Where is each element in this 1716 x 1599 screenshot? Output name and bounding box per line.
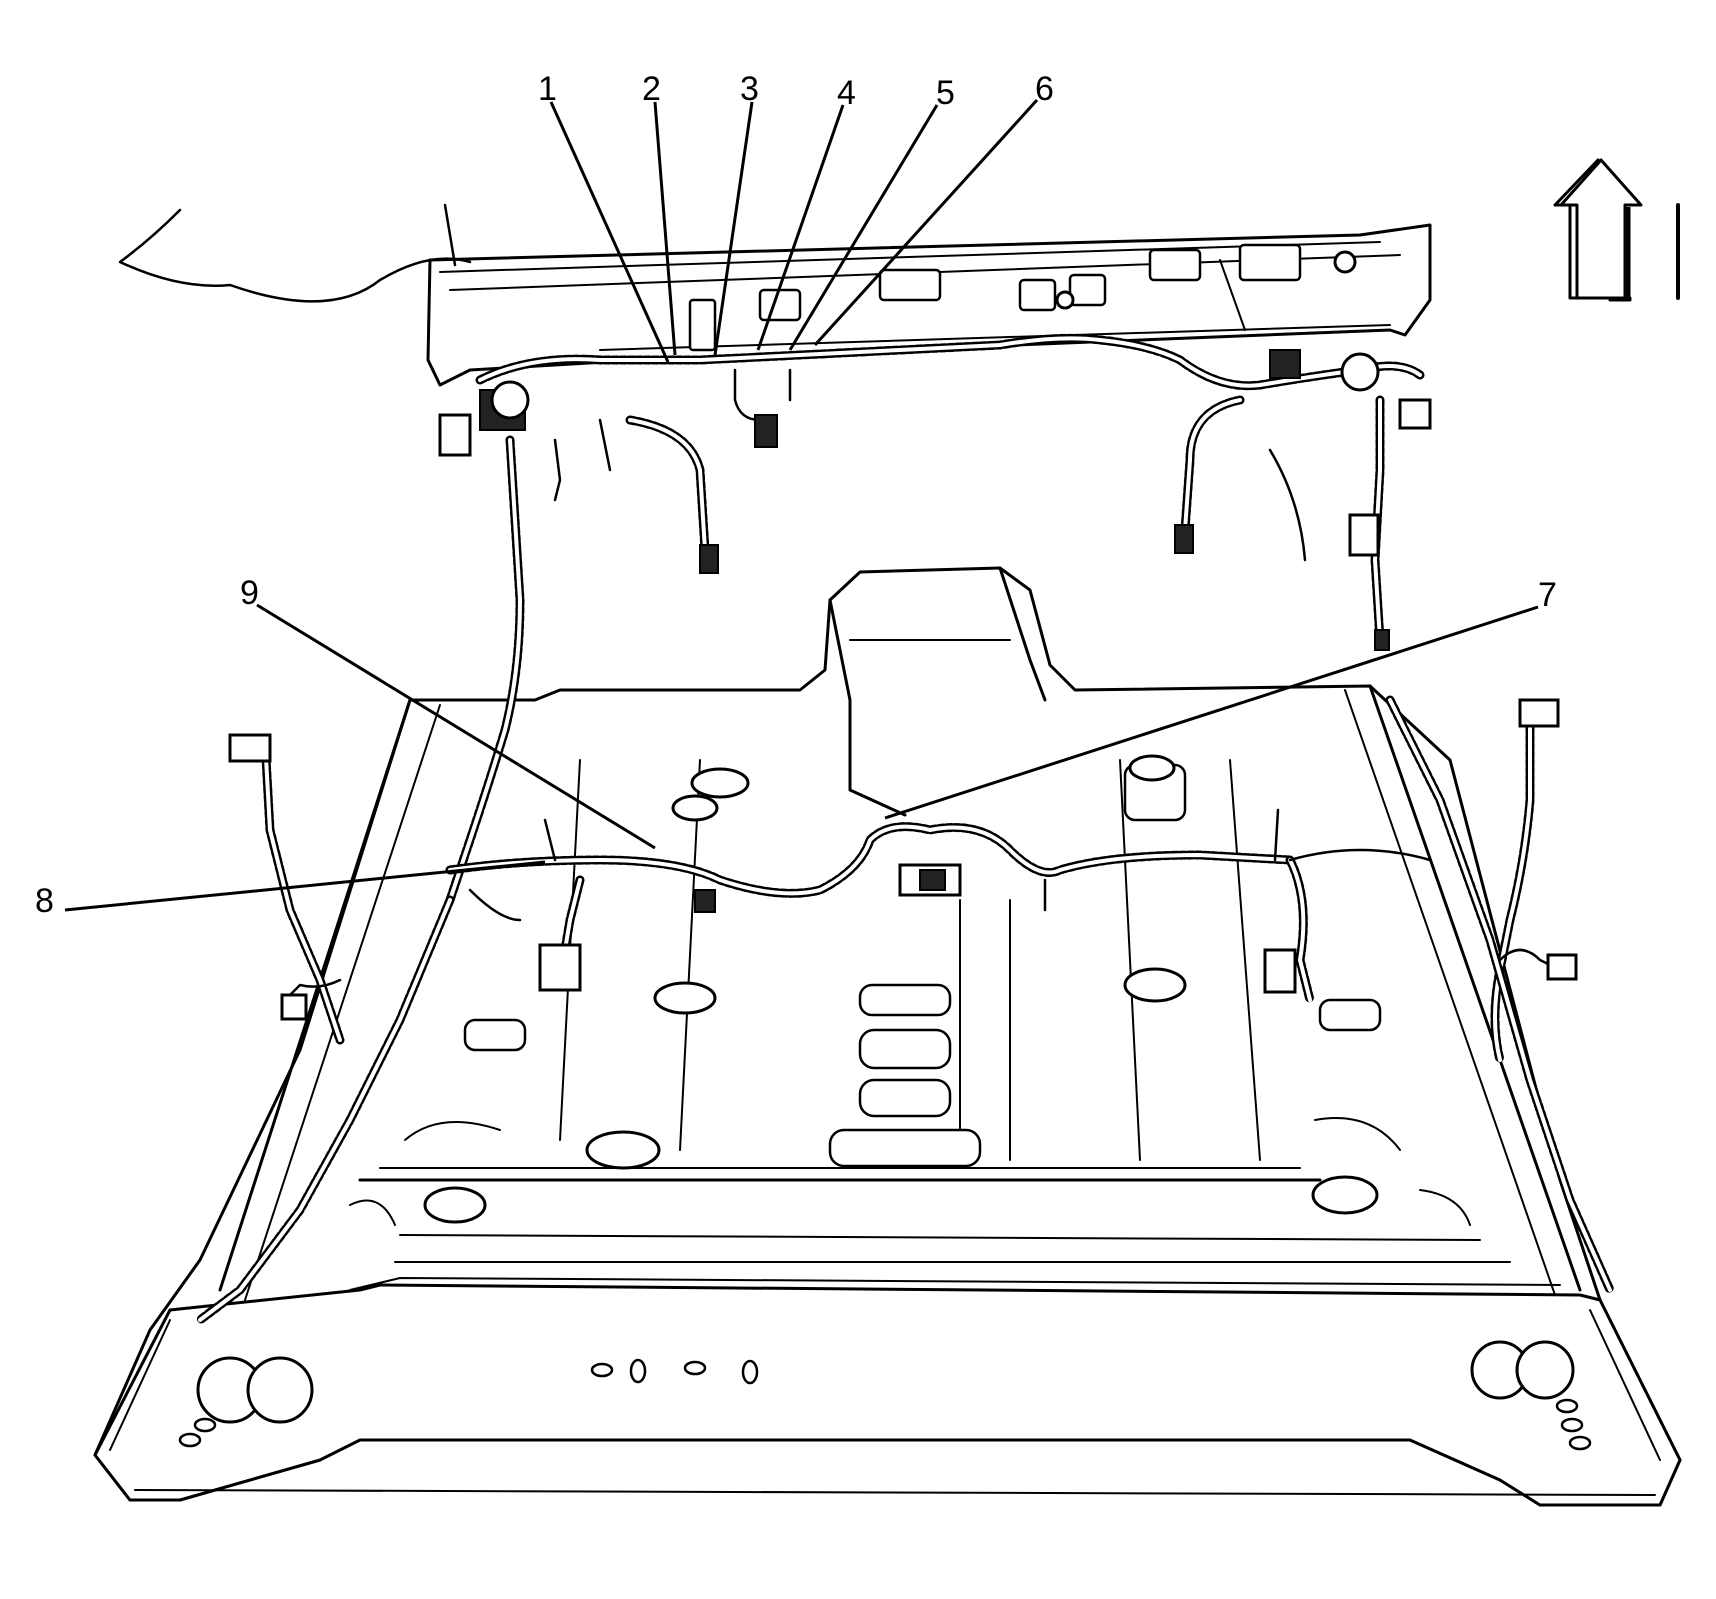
leader-4 <box>756 104 845 351</box>
callout-3: 3 <box>740 70 759 108</box>
leader-9 <box>256 603 656 850</box>
leader-8 <box>64 860 546 912</box>
leader-lines <box>64 98 1539 912</box>
instrument-panel-beam <box>426 223 1432 387</box>
connectors <box>228 349 1578 1021</box>
callout-labels: 1 2 3 4 5 6 7 8 9 <box>35 70 1557 920</box>
leader-5 <box>788 104 939 351</box>
antenna-cable <box>118 208 472 303</box>
leader-1 <box>549 101 670 363</box>
callout-7: 7 <box>1538 576 1557 614</box>
callout-1: 1 <box>538 70 557 108</box>
callout-5: 5 <box>936 74 955 112</box>
callout-9: 9 <box>240 574 259 612</box>
wiring-harness <box>195 333 1615 1325</box>
floor-pan <box>93 566 1682 1507</box>
callout-8: 8 <box>35 882 54 920</box>
leader-7 <box>884 605 1539 820</box>
leader-6 <box>813 98 1039 347</box>
callout-2: 2 <box>642 70 661 108</box>
callout-6: 6 <box>1035 70 1054 108</box>
forward-arrow-icon <box>1553 158 1680 302</box>
leader-2 <box>653 101 677 356</box>
leader-3 <box>713 101 754 356</box>
callout-4: 4 <box>837 74 856 112</box>
